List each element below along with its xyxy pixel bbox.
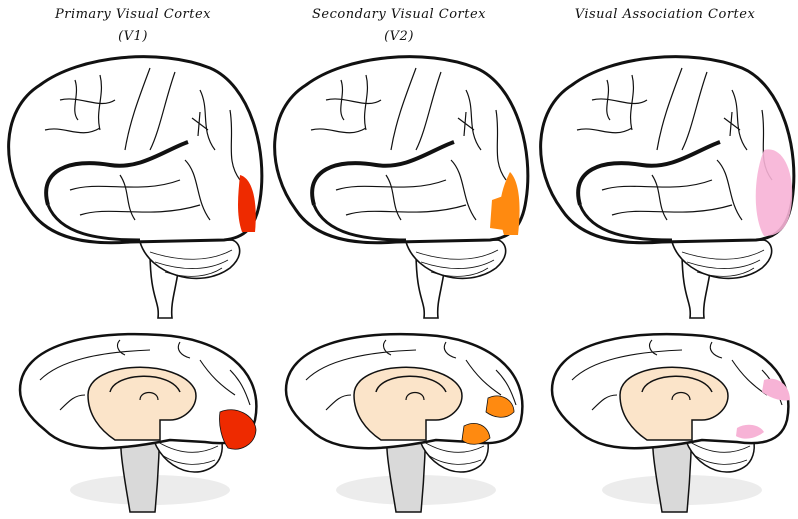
panel-primary-visual-cortex: Primary Visual Cortex(V1)	[0, 0, 266, 519]
brain-illustration	[272, 54, 530, 514]
panel-title: Primary Visual Cortex(V1)	[54, 7, 212, 44]
medial-brain-view	[284, 332, 524, 514]
lateral-brain-view	[272, 54, 530, 320]
association-medial-highlight-lower	[736, 424, 764, 439]
association-medial-highlight-upper	[762, 378, 790, 401]
panel-secondary-visual-cortex: Secondary Visual Cortex(V2)	[266, 0, 532, 519]
panel-title: Visual Association Cortex	[574, 7, 756, 22]
brain-illustration	[6, 54, 264, 514]
v2-medial-highlight-lower	[461, 423, 491, 445]
lateral-brain-view	[6, 54, 264, 320]
medial-brain-view	[550, 332, 790, 514]
association-lateral-highlight	[755, 149, 793, 236]
panel-title: Secondary Visual Cortex(V2)	[312, 7, 486, 44]
v1-lateral-highlight	[238, 175, 256, 232]
v2-lateral-highlight	[490, 172, 520, 235]
brain-illustration	[538, 54, 796, 514]
panel-visual-association-cortex: Visual Association Cortex	[532, 0, 798, 519]
lateral-brain-view	[538, 54, 796, 320]
v2-medial-highlight-upper	[485, 395, 515, 418]
v1-medial-highlight	[219, 409, 257, 450]
